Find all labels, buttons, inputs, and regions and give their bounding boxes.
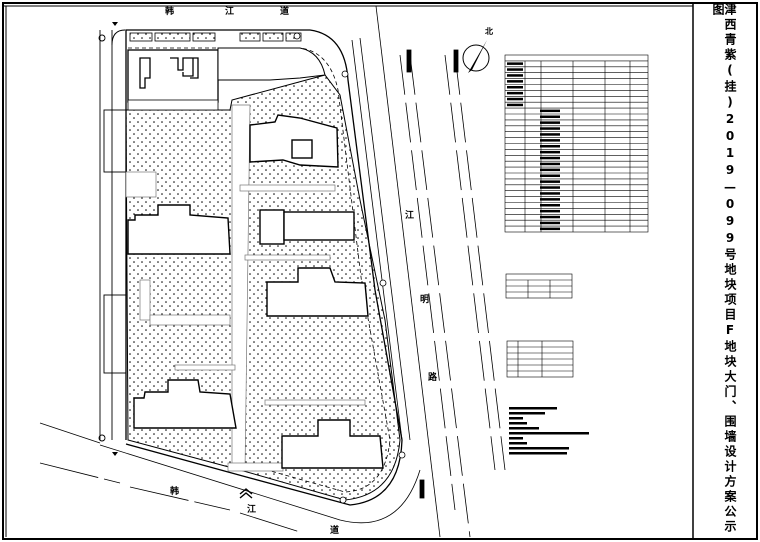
building-north	[127, 47, 326, 111]
north-fence-segments	[129, 32, 302, 42]
building-b7	[281, 419, 384, 469]
north-arrow-icon: 北	[462, 26, 493, 73]
entrance-arrow-icon	[112, 22, 118, 26]
title-block: 津西青紫(挂)2019—099号地块项目F地块大门、围墙设计方案公示图	[694, 3, 754, 539]
entrance-arrow-icon	[112, 452, 118, 456]
main-gate-icon	[239, 488, 253, 499]
technical-indicator-table	[504, 54, 649, 233]
road-label-east-3: 路	[428, 371, 438, 383]
road-label-south-3: 道	[330, 524, 339, 536]
building-b6	[133, 379, 237, 429]
east-road	[351, 5, 506, 538]
road-label-north-2: 江	[225, 5, 234, 17]
north-label: 北	[485, 26, 493, 36]
site-boundary	[125, 29, 403, 506]
road-label-east-2: 明	[420, 294, 429, 305]
road-label-south-1: 韩	[170, 485, 179, 497]
road-label-north-1: 韩	[165, 5, 174, 17]
design-notes	[509, 407, 589, 455]
road-label-north-3: 道	[280, 5, 289, 17]
building-b2	[249, 114, 339, 168]
south-road	[39, 422, 421, 533]
internal-paths	[125, 104, 366, 472]
building-b5	[266, 267, 369, 317]
road-label-south-2: 江	[247, 503, 256, 515]
boundary-markers	[293, 32, 406, 504]
legend-table	[506, 340, 574, 378]
road-label-east-1: 江	[405, 209, 414, 221]
land-use-table	[505, 273, 573, 299]
building-b4	[259, 209, 355, 245]
building-b3	[127, 204, 231, 255]
west-strip	[98, 29, 127, 442]
drawing-title: 津西青紫(挂)2019—099号地块项目F地块大门、围墙设计方案公示图	[711, 3, 737, 535]
